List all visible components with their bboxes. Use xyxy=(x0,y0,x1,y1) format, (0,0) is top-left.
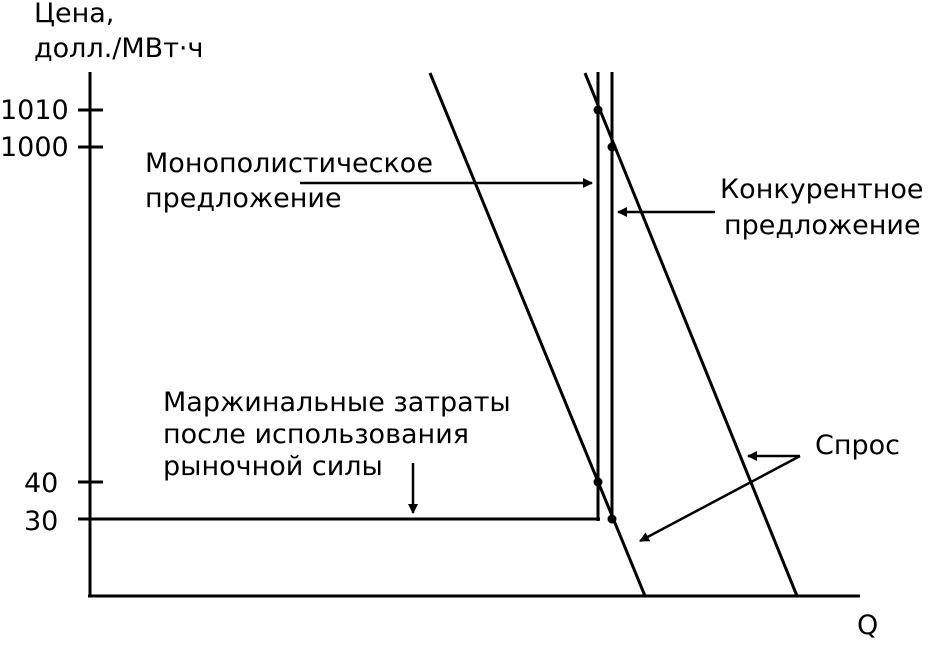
intersection-dot xyxy=(607,514,617,524)
competitive-supply-label-line1: Конкурентное xyxy=(720,174,924,205)
demand-curve-left xyxy=(428,72,647,597)
y-tick-label-40: 40 xyxy=(24,468,58,499)
x-axis-title: Q xyxy=(857,610,878,641)
y-axis-title-line1: Цена, xyxy=(34,0,114,29)
marginal-cost-label-line3: рыночной силы xyxy=(163,451,383,482)
y-axis-title-line2: долл./МВт·ч xyxy=(34,33,203,64)
y-tick-label-1010: 1010 xyxy=(0,95,69,126)
demand-curve-right xyxy=(583,72,799,597)
demand-arrow-left xyxy=(639,454,801,543)
intersection-dot xyxy=(593,477,603,487)
intersection-dot xyxy=(607,142,617,152)
y-tick-label-30: 30 xyxy=(24,506,58,537)
monopoly-supply-label-line2: предложение xyxy=(145,183,342,214)
marginal-cost-label-line1: Маржинальные затраты xyxy=(163,387,511,418)
marginal-cost-label-line2: после использования xyxy=(163,419,469,450)
competitive-supply-label-line2: предложение xyxy=(724,210,921,241)
intersection-dot xyxy=(593,105,603,115)
monopoly-supply-label-line1: Монополистическое xyxy=(145,148,433,179)
y-tick-label-1000: 1000 xyxy=(0,132,69,163)
demand-label: Спрос xyxy=(815,430,900,461)
